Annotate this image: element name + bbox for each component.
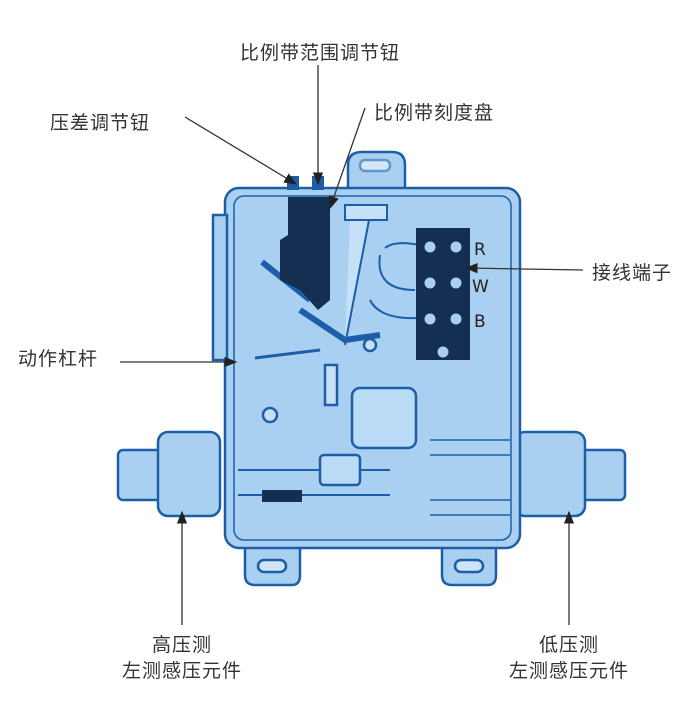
label-terminal: 接线端子 — [592, 262, 673, 284]
arrow-dial — [328, 107, 366, 210]
proportional-band-dial-stack — [280, 197, 330, 310]
label-action-lever: 动作杠杆 — [18, 348, 99, 370]
terminal-label-b: B — [474, 312, 486, 332]
terminal-label-r: R — [474, 240, 486, 260]
arrow-differential-knob — [184, 116, 298, 185]
arrow-terminal — [464, 263, 584, 274]
label-dial: 比例带刻度盘 — [374, 102, 495, 124]
differential-knob — [287, 176, 299, 190]
label-range-knob: 比例带范围调节钮 — [240, 42, 401, 64]
label-low-pressure-2: 左测感压元件 — [508, 660, 629, 682]
label-high-pressure-1: 高压测 — [151, 634, 212, 656]
label-differential-knob: 压差调节钮 — [50, 112, 151, 134]
label-high-pressure-2: 左测感压元件 — [121, 660, 242, 682]
low-pressure-element — [578, 448, 627, 502]
terminal-label-w: W — [472, 277, 489, 297]
label-low-pressure-1: 低压测 — [538, 634, 599, 656]
